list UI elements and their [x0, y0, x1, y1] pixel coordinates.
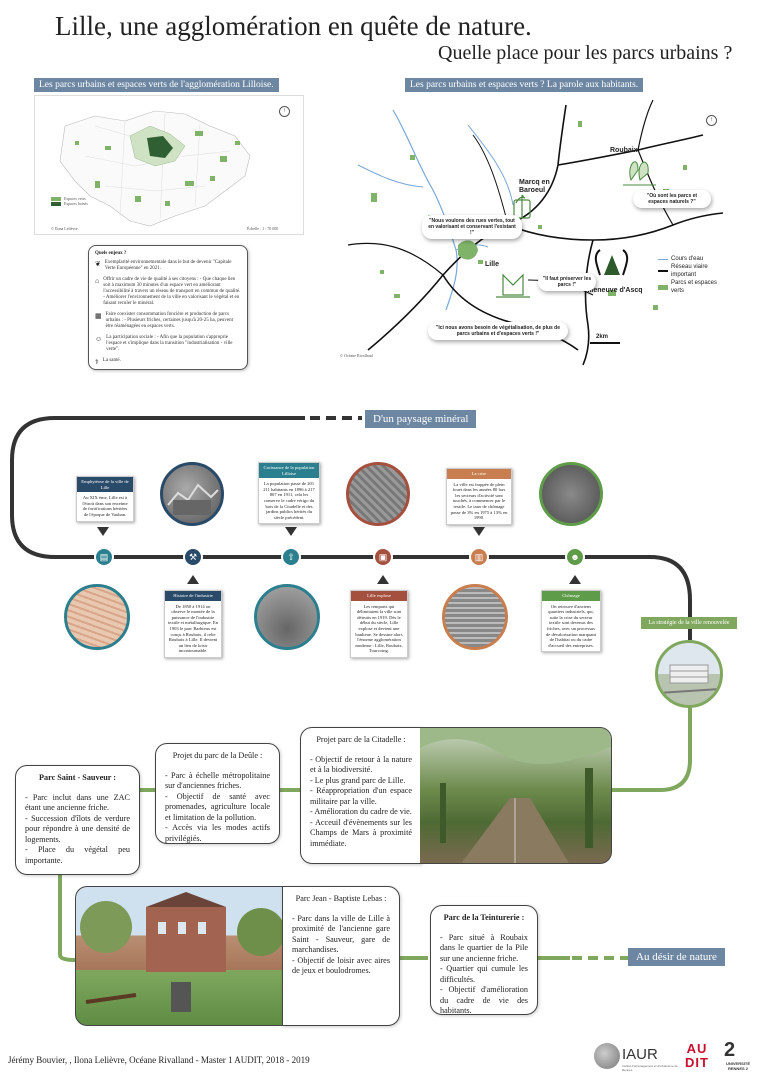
unemployment-icon: ☻: [565, 547, 585, 567]
issue-item: La participation sociale : - Afin que la…: [106, 335, 233, 352]
city-label-marcq: Marcq en Baroeul: [519, 179, 550, 194]
industry-photo: [160, 462, 224, 526]
train-icon: ▣: [373, 547, 393, 567]
timeline-card-2: Histoire de l'industrie De 1850 à 1914 o…: [164, 590, 222, 658]
leaf-icon: ❦: [95, 260, 101, 268]
pointer-triangle: [377, 575, 389, 584]
vauban-map-photo: [64, 584, 130, 650]
north-arrow-icon: ↑: [706, 115, 717, 126]
people-icon: ☺: [95, 335, 103, 343]
issue-item: Offrir un cadre de vie de qualité à ses …: [103, 277, 241, 306]
old-lille-map-photo: [346, 462, 410, 526]
city-label-lille: Lille: [485, 261, 500, 268]
right-map-credit: © Océane Rivalland: [340, 353, 373, 358]
issue-item: Exemplarité environnementale dans le but…: [104, 260, 232, 271]
protest-photo: [442, 584, 508, 650]
pointer-triangle: [97, 527, 109, 536]
quote-bubble-2: "Où sont les parcs et espaces naturels ?…: [633, 190, 711, 208]
factory-icon: ▦: [95, 312, 102, 320]
aerial-photo: [539, 462, 603, 526]
pointer-triangle: [285, 527, 297, 536]
right-map-panel: Marcq en Baroeul Roubaix Lille Villeneuv…: [338, 95, 728, 367]
park-saint-sauveur: Parc Saint - Sauveur : - Parc inclut dan…: [15, 765, 140, 875]
timeline-card-3: Croissance de la population Lilloise La …: [258, 462, 320, 525]
crowd-photo: [254, 584, 320, 650]
rennes2-logo-icon: 2: [724, 1039, 736, 1061]
renewed-strategy-label: La stratégie de la ville renouvelée: [641, 617, 737, 629]
timeline-start-label: D'un paysage minéral: [365, 410, 477, 428]
rennes2-logo-text: UNIVERSITÉ RENNES 2: [725, 1061, 750, 1071]
crisis-chart-icon: ▥: [469, 547, 489, 567]
iaur-logo-subtitle: Institut d'aménagement et d'urbanisme de…: [622, 1064, 678, 1072]
pointer-triangle: [187, 575, 199, 584]
right-map-banner: Les parcs urbains et espaces verts ? La …: [405, 78, 644, 92]
timeline-card-1: Emphytéose de la ville de Lille Au XIX è…: [76, 476, 134, 522]
pointer-triangle: [569, 575, 581, 584]
quote-bubble-1: "Nous voulons des rues vertes, tout en v…: [422, 215, 522, 239]
park-citadelle: Projet parc de la Citadelle : - Objectif…: [300, 727, 422, 864]
left-map-panel: Espaces verts Espaces boisés © Ilona Lel…: [34, 95, 304, 235]
lille-agglomeration-map: [59, 110, 251, 227]
issue-item: Faire coexister consommation foncière et…: [105, 312, 234, 329]
timeline-card-6: Chômage On retrouve d'anciens quartiers …: [541, 590, 601, 653]
issue-item: La santé.: [102, 358, 121, 363]
issues-heading: Quels enjeux ?: [95, 251, 127, 256]
lebas-park-photo: [75, 886, 283, 1026]
left-map-legend: Espaces verts Espaces boisés: [51, 196, 88, 206]
timeline-card-5: La crise La ville est frappée de plein f…: [446, 468, 512, 525]
issues-box: Quels enjeux ? ❦Exemplarité environnemen…: [88, 245, 248, 370]
park-teinturerie: Parc de la Teinturerie : - Parc situé à …: [430, 905, 538, 1015]
citadelle-park-photo: [420, 727, 612, 864]
iaur-logo-text: IAUR: [622, 1046, 658, 1063]
park-deule: Projet du parc de la Deûle : - Parc à éc…: [155, 743, 280, 844]
renewed-city-photo: [655, 640, 723, 708]
right-map-legend: Cours d'eau Réseau viaire important Parc…: [658, 255, 721, 295]
population-icon: ⇧: [281, 547, 301, 567]
page-subtitle: Quelle place pour les parcs urbains ?: [438, 42, 733, 64]
iaur-logo-icon: [594, 1043, 620, 1069]
city-label-villeneuve: Villeneuve d'Ascq: [583, 287, 643, 294]
quote-bubble-4: "Ici nous avons besoin de végétalisation…: [428, 322, 568, 340]
north-arrow-icon: ↑: [279, 106, 290, 117]
quote-bubble-3: "Il faut préserver les parcs !": [538, 273, 596, 291]
footer-authors: Jérémy Bouvier, , Ilona Lelièvre, Océane…: [8, 1055, 310, 1065]
home-icon: ⌂: [95, 277, 100, 285]
worker-icon: ⚒: [183, 547, 203, 567]
left-map-credit: © Ilona Lelièvre: [51, 226, 78, 231]
left-map-scale: Échelle : 1 : 70 000: [247, 226, 279, 231]
timeline-end-label: Au désir de nature: [628, 948, 725, 966]
left-map-banner: Les parcs urbains et espaces verts de l'…: [34, 78, 279, 92]
pointer-triangle: [473, 527, 485, 536]
page-title: Lille, une agglomération en quête de nat…: [55, 11, 532, 41]
city-label-roubaix: Roubaix: [610, 147, 638, 154]
park-lebas: Parc Jean - Baptiste Lebas : - Parc dans…: [282, 886, 400, 1026]
right-map-scale: 2km: [596, 334, 609, 340]
timeline-card-4: Lille explose Les remparts qui délimitai…: [350, 590, 408, 658]
audit-logo: AU DIT: [685, 1041, 709, 1070]
health-icon: ⚕: [95, 358, 99, 366]
fortress-icon: ▤: [94, 547, 114, 567]
